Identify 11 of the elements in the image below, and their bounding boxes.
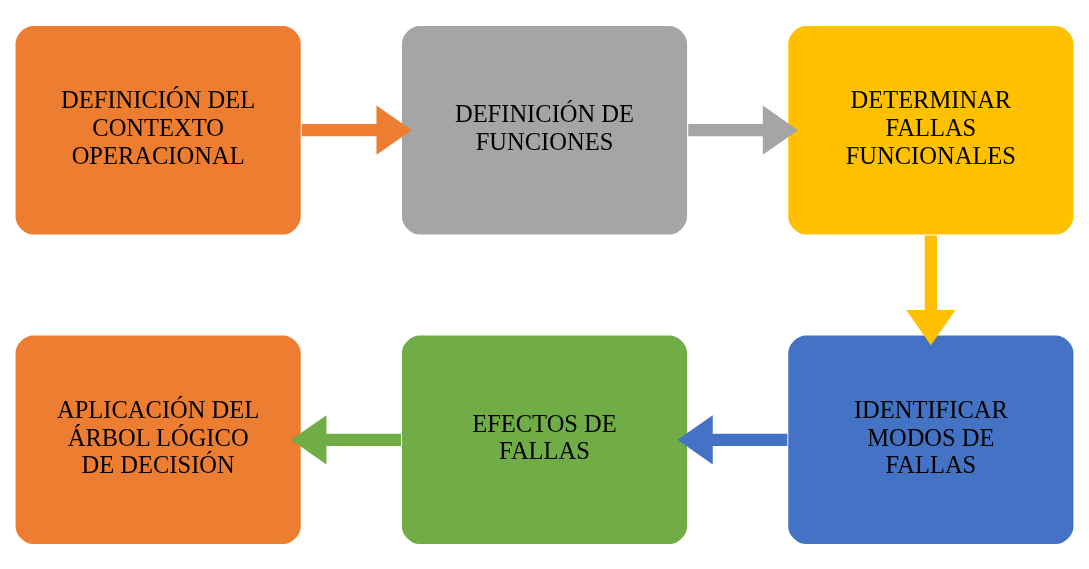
node-box: EFECTOS DE FALLAS — [400, 333, 689, 546]
node-box: DETERMINAR FALLAS FUNCIONALES — [786, 23, 1075, 236]
node-box: DEFINICIÓN DE FUNCIONES — [400, 23, 689, 236]
arrow — [301, 105, 412, 155]
node-box: APLICACIÓN DEL ÁRBOL LÓGICO DE DECISIÓN — [14, 333, 303, 546]
arrow — [906, 235, 956, 345]
arrow — [677, 414, 788, 464]
node-box: IDENTIFICAR MODOS DE FALLAS — [786, 333, 1075, 546]
node-box: DEFINICIÓN DEL CONTEXTO OPERACIONAL — [14, 23, 303, 236]
arrow — [688, 105, 799, 155]
arrow — [291, 414, 401, 464]
